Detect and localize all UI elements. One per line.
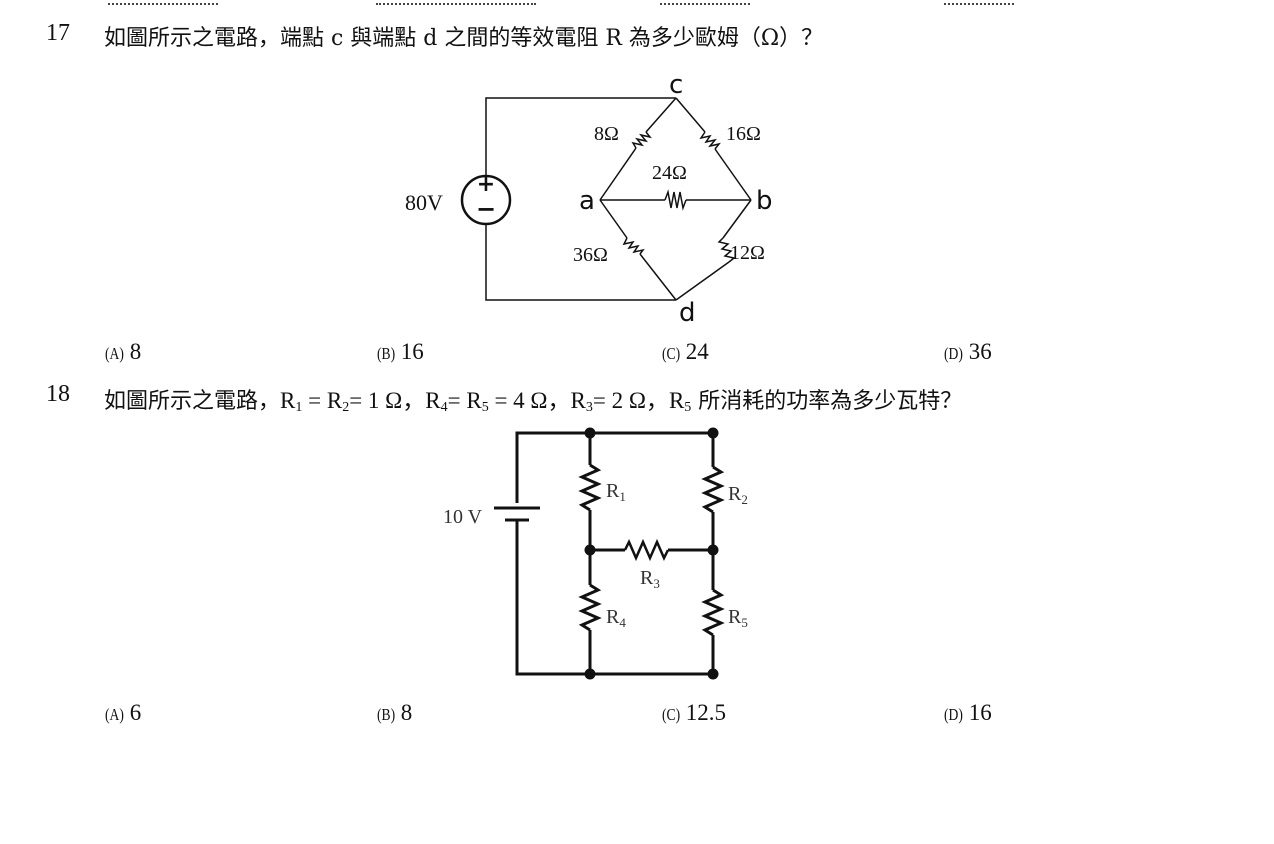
node-a-label: a <box>579 186 595 216</box>
resistor-24-ohm <box>664 189 687 211</box>
option-value: 8 <box>400 700 413 725</box>
r4-label: R4 <box>606 606 626 630</box>
source-voltage-label: 80V <box>405 190 443 215</box>
battery-voltage-label: 10 V <box>443 506 483 528</box>
node-b-label: b <box>756 186 773 216</box>
text-tail: 所消耗的功率為多少瓦特？ <box>691 389 963 414</box>
ladder-circuit-diagram: 10 V R1 R2 R3 R4 R5 <box>443 427 748 680</box>
option-b[interactable]: (B) 8 <box>377 700 412 726</box>
previous-question-fragment <box>104 0 1014 5</box>
r2-subscript: 2 <box>342 400 350 415</box>
option-b[interactable]: (B) 16 <box>377 339 424 365</box>
resistor-bd-label: 12Ω <box>730 242 765 264</box>
option-value: 24 <box>685 339 709 364</box>
resistor-cb-label: 16Ω <box>726 123 761 145</box>
option-value: 16 <box>968 700 992 725</box>
option-c[interactable]: (C) 24 <box>662 339 709 365</box>
option-d[interactable]: (D) 16 <box>944 700 992 726</box>
option-label: (D) <box>944 705 963 724</box>
option-label: (D) <box>944 344 963 363</box>
option-d[interactable]: (D) 36 <box>944 339 992 365</box>
question-text: 如圖所示之電路，端點 c 與端點 d 之間的等效電阻 R 為多少歐姆（Ω）？ <box>104 26 824 51</box>
r1-subscript: 1 <box>295 400 303 415</box>
option-label: (A) <box>105 344 124 363</box>
option-value: 36 <box>968 339 992 364</box>
resistor-8-ohm <box>631 131 652 149</box>
option-a[interactable]: (A) 6 <box>105 700 141 726</box>
minus-sign: − <box>476 195 496 223</box>
wire <box>515 520 590 676</box>
wire <box>485 225 676 301</box>
voltage-source-icon <box>460 174 512 226</box>
resistor-r4 <box>578 583 602 632</box>
text-value-2: = 4 Ω， <box>488 388 571 413</box>
r3-subscript: 3 <box>585 400 593 415</box>
r5-subscript: 5 <box>481 400 489 415</box>
option-c[interactable]: (C) 12.5 <box>662 700 726 726</box>
wire <box>515 431 590 503</box>
resistor-r1 <box>578 463 602 512</box>
r4-subscript: 4 <box>440 400 448 415</box>
option-value: 6 <box>129 700 142 725</box>
r3-symbol: R <box>570 388 586 413</box>
option-a[interactable]: (A) 8 <box>105 339 141 365</box>
r5-symbol: R <box>668 388 685 413</box>
r3-label: R3 <box>640 567 660 591</box>
r1-label: R1 <box>606 480 626 504</box>
text-value-1: = 1 Ω， <box>349 388 426 413</box>
option-label: (B) <box>377 705 396 724</box>
node-c-label: c <box>669 70 683 100</box>
text-intro: 如圖所示之電路， <box>104 389 281 414</box>
text-equals: = <box>302 388 327 413</box>
resistor-r2 <box>701 465 725 514</box>
question-text: 如圖所示之電路，R1 = R2= 1 Ω，R4= R5 = 4 Ω，R3= 2 … <box>104 381 962 416</box>
question-number: 17 <box>46 20 70 46</box>
r1-symbol: R <box>280 388 296 413</box>
r5-label: R5 <box>728 606 748 630</box>
resistor-16-ohm <box>699 131 721 150</box>
option-label: (C) <box>662 344 681 363</box>
text-value-3: = 2 Ω， <box>592 388 669 413</box>
resistor-ca-label: 8Ω <box>594 123 619 145</box>
option-value: 12.5 <box>685 700 727 725</box>
bridge-circuit-diagram: + − 80V c a b d 8Ω 16Ω 24Ω 36Ω 12Ω <box>405 70 773 328</box>
r2-symbol: R <box>326 388 343 413</box>
r4-symbol: R <box>425 388 441 413</box>
plus-sign: + <box>477 172 495 197</box>
resistor-r3 <box>623 538 670 562</box>
junction-dots <box>584 427 719 680</box>
option-value: 8 <box>129 339 142 364</box>
r2-label: R2 <box>728 483 748 507</box>
option-label: (B) <box>377 344 396 363</box>
option-label: (A) <box>105 705 124 724</box>
resistor-ab-label: 24Ω <box>652 162 687 184</box>
node-d-label: d <box>679 298 696 328</box>
r5-symbol: R <box>466 388 482 413</box>
resistor-r5 <box>701 588 725 637</box>
resistor-ad-label: 36Ω <box>573 244 608 266</box>
question-number: 18 <box>46 381 70 407</box>
r5-subscript: 5 <box>684 400 692 415</box>
option-value: 16 <box>400 339 424 364</box>
resistor-12-ohm <box>717 237 736 263</box>
text-equals: = <box>447 388 467 413</box>
wire <box>485 97 676 175</box>
resistor-36-ohm <box>622 237 645 255</box>
option-label: (C) <box>662 705 681 724</box>
